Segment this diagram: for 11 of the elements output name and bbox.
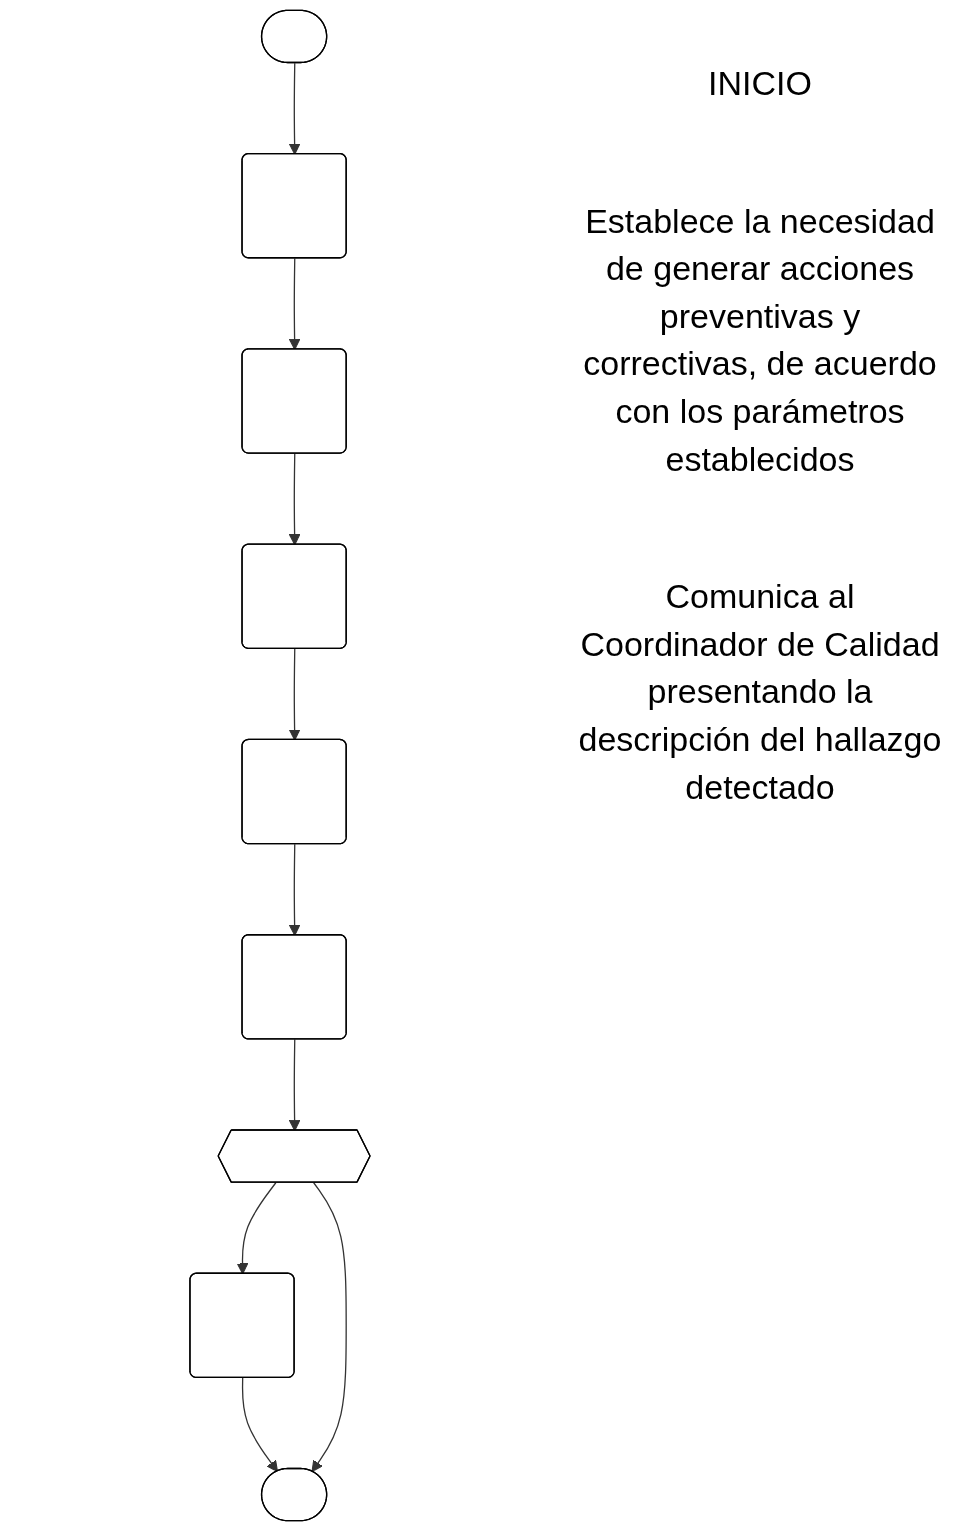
arrow xyxy=(241,1377,279,1472)
arrow xyxy=(288,453,301,546)
arrow xyxy=(311,1182,347,1472)
note-text: INICIO xyxy=(707,63,813,104)
arrow xyxy=(288,843,301,936)
arrow xyxy=(288,62,301,155)
note-text: Comunica al Coordinador de Calidad presentando la descripción del hallazgo detectado xyxy=(577,576,943,808)
note-text: Establece la necesidad de generar acciones preventivas y correctivas, de acuerdo con los parámetros establecidos xyxy=(582,200,938,480)
arrow xyxy=(236,1182,277,1275)
arrow xyxy=(288,1038,301,1132)
arrow xyxy=(288,648,301,741)
